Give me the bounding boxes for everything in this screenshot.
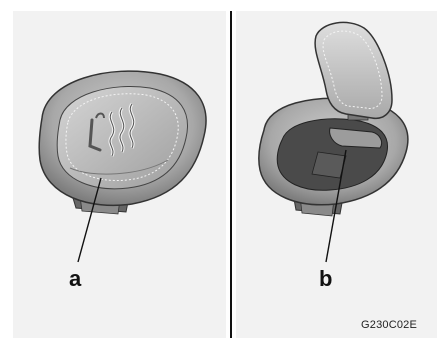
open-switch — [259, 22, 408, 262]
figure-code: G230C02E — [361, 319, 417, 331]
closed-switch — [39, 71, 206, 262]
callout-label-a: a — [69, 266, 81, 292]
callout-label-b: b — [319, 266, 332, 292]
